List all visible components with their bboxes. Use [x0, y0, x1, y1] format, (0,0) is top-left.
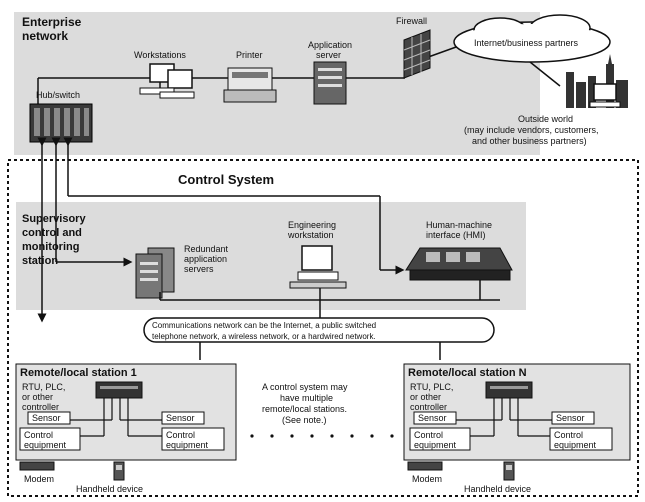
stationN-control-left-line2: equipment	[414, 440, 457, 450]
cloud-to-outside-line	[529, 61, 561, 87]
stationN-control-left	[409, 427, 471, 451]
station1-control-left-line1: Control	[24, 430, 53, 440]
middle-note-line2: have multiple	[280, 393, 333, 403]
hmi-line1: Human-machine	[426, 220, 492, 230]
firewall-icon	[403, 29, 431, 79]
supervisory-line3: monitoring	[22, 241, 79, 253]
outside-computer-icon	[589, 83, 621, 108]
communications-network-box	[143, 317, 495, 343]
supervisory-line4: station	[22, 255, 58, 267]
middle-note-line3: remote/local stations.	[262, 404, 347, 414]
stations-ellipsis-dots	[250, 434, 394, 438]
station1-rtu-line2: or other	[22, 392, 53, 402]
stationN-control-right-line2: equipment	[554, 440, 597, 450]
stationN-control-left-line1: Control	[414, 430, 443, 440]
workstations-icon	[139, 63, 195, 99]
supervisory-bus	[159, 280, 500, 318]
station1-sensor-right-label: Sensor	[166, 413, 195, 423]
stationN-sensor-left	[413, 411, 457, 425]
printer-icon	[223, 67, 277, 103]
stationN-wires	[456, 398, 552, 437]
station1-sensor-right	[161, 411, 205, 425]
redundant-servers-line2: application	[184, 254, 227, 264]
enterprise-title-line2: network	[22, 29, 68, 43]
redundant-servers-line3: servers	[184, 264, 214, 274]
redundant-servers-line1: Redundant	[184, 244, 229, 254]
hmi-line2: interface (HMI)	[426, 230, 486, 240]
comm-to-stations-lines	[199, 342, 441, 360]
station1-handheld-label: Handheld device	[76, 484, 143, 494]
internet-cloud-icon	[453, 14, 611, 63]
station1-control-left-line2: equipment	[24, 440, 67, 450]
hub-switch-icon	[29, 103, 93, 143]
stationN-rtu-device-icon	[485, 381, 533, 399]
station1-rtu-line3: controller	[22, 402, 59, 412]
enterprise-title-line1: Enterprise	[22, 15, 82, 29]
station1-sensor-left-label: Sensor	[32, 413, 61, 423]
stationN-handheld-icon	[503, 461, 515, 481]
station1-wires	[56, 398, 162, 437]
partners-label: Internet/business partners	[474, 38, 579, 48]
stationN-sensor-right-label: Sensor	[556, 413, 585, 423]
firewall-label: Firewall	[396, 16, 427, 26]
station1-modem-label: Modem	[24, 474, 54, 484]
station1-rtu-line1: RTU, PLC,	[22, 382, 65, 392]
stationN-sensor-right	[551, 411, 595, 425]
outside-world-line3: and other business partners)	[472, 136, 587, 146]
stationN-modem-label: Modem	[412, 474, 442, 484]
stationN-control-right-line1: Control	[554, 430, 583, 440]
enterprise-network-panel	[14, 12, 540, 155]
outside-world-line1: Outside world	[518, 114, 573, 124]
stationN-rtu-line3: controller	[410, 402, 447, 412]
hub-switch-label: Hub/switch	[36, 90, 80, 100]
engineering-workstation-icon	[289, 245, 347, 289]
control-system-title: Control System	[178, 172, 274, 187]
engineering-line2: workstation	[287, 230, 334, 240]
stationN-handheld-label: Handheld device	[464, 484, 531, 494]
station1-control-right-line2: equipment	[166, 440, 209, 450]
redundant-servers-icon	[135, 247, 175, 299]
app-server-label-line1: Application	[308, 40, 352, 50]
station1-control-right-line1: Control	[166, 430, 195, 440]
application-server-icon	[313, 61, 347, 105]
printer-label: Printer	[236, 50, 263, 60]
stationN-title: Remote/local station N	[408, 367, 527, 379]
station1-handheld-icon	[113, 461, 125, 481]
workstations-label: Workstations	[134, 50, 186, 60]
supervisory-line1: Supervisory	[22, 213, 86, 225]
middle-note-line4: (See note.)	[282, 415, 327, 425]
stationN-modem-icon	[407, 461, 443, 471]
stationN-control-right	[549, 427, 613, 451]
station1-modem-icon	[19, 461, 55, 471]
hub-to-control-arrows	[37, 137, 405, 323]
station1-control-right	[161, 427, 225, 451]
stationN-rtu-line1: RTU, PLC,	[410, 382, 453, 392]
stationN-sensor-left-label: Sensor	[418, 413, 447, 423]
hmi-console-icon	[405, 247, 513, 281]
comm-network-line1: Communications network can be the Intern…	[152, 321, 376, 330]
supervisory-line2: control and	[22, 227, 82, 239]
stationN-rtu-line2: or other	[410, 392, 441, 402]
station1-control-left	[19, 427, 81, 451]
station1-rtu-device-icon	[95, 381, 143, 399]
control-system-boundary	[7, 159, 639, 497]
station1-sensor-left	[27, 411, 71, 425]
middle-note-line1: A control system may	[262, 382, 348, 392]
outside-world-line2: (may include vendors, customers,	[464, 125, 599, 135]
comm-network-line2: telephone network, a wireless network, o…	[152, 332, 376, 341]
engineering-line1: Engineering	[288, 220, 336, 230]
app-server-label-line2: server	[316, 50, 341, 60]
station1-title: Remote/local station 1	[20, 367, 137, 379]
